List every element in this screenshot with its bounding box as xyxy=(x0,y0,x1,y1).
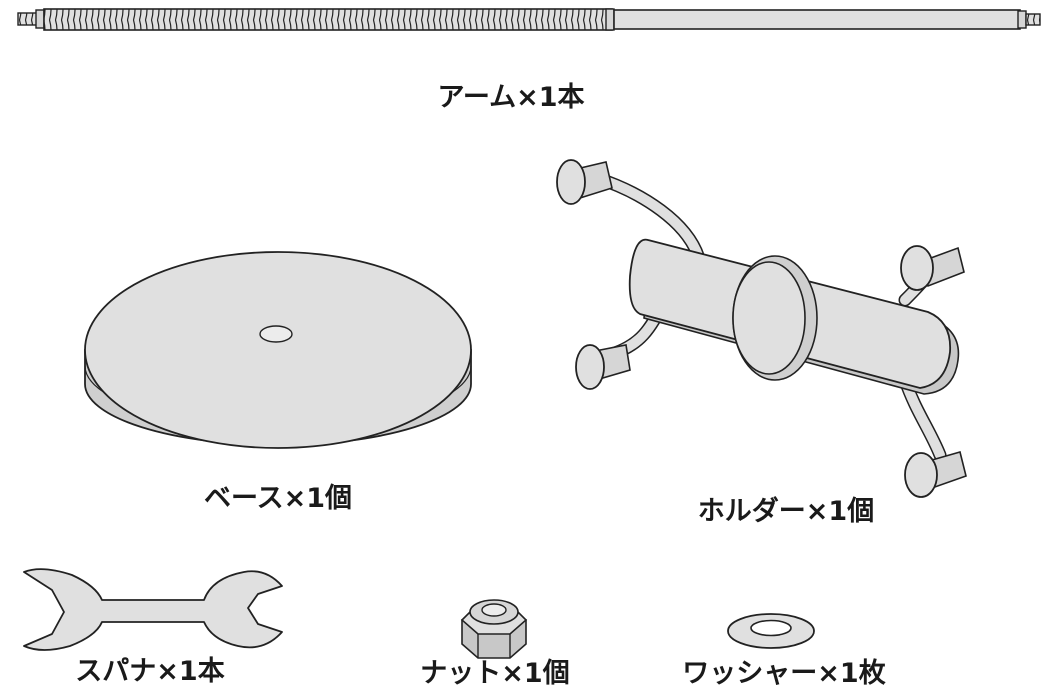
holder-cup-bottom-left xyxy=(575,344,631,390)
holder-cup-bottom-right xyxy=(904,451,967,498)
washer-label: ワッシャー×1枚 xyxy=(682,658,886,689)
spanner-illustration xyxy=(23,568,283,651)
holder-cup-top-left xyxy=(556,159,613,205)
spanner-label: スパナ×1本 xyxy=(75,656,225,687)
nut-label: ナット×1個 xyxy=(420,658,570,689)
arm-label: アーム×1本 xyxy=(437,82,585,113)
arm-illustration xyxy=(17,8,1041,31)
base-illustration xyxy=(84,251,472,449)
holder-cup-top-right xyxy=(900,245,965,291)
washer-illustration xyxy=(727,613,815,649)
holder-label: ホルダー×1個 xyxy=(697,496,875,527)
nut-illustration xyxy=(460,599,528,659)
base-label: ベース×1個 xyxy=(203,483,353,514)
holder-illustration xyxy=(556,159,967,498)
